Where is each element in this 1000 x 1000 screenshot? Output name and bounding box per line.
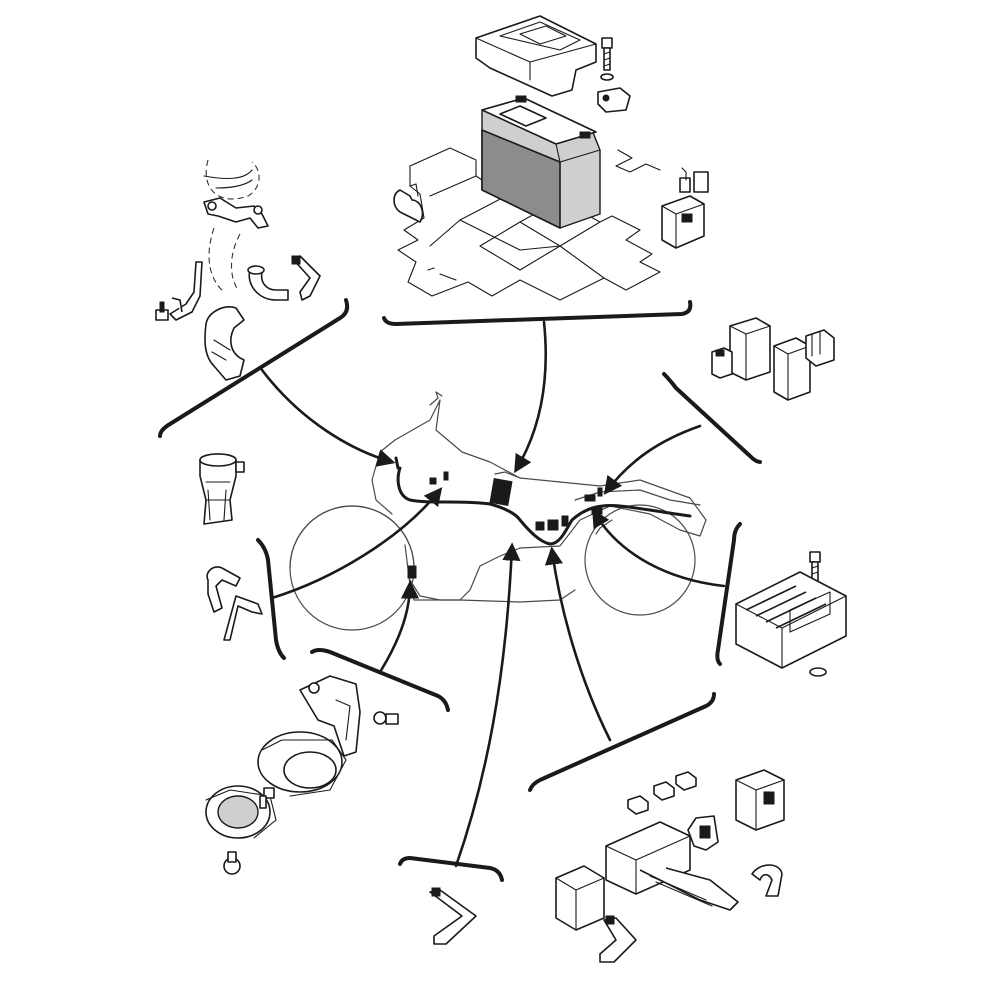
cable-tie-icon [429,889,477,945]
fuse-icon [627,771,697,815]
relay [729,317,771,381]
harness-clamp-icon [393,189,424,223]
cable-tie-icon [599,917,637,963]
motorcycle-outline [289,391,707,631]
frame-outline [394,399,707,601]
horn-bracket [299,675,361,757]
rear-wheel [584,504,696,616]
cable-clip [291,255,321,301]
battery-cover [475,15,597,97]
left-parts [199,453,263,641]
hose-bend [206,566,241,613]
harness-block [489,478,513,506]
leader-upper-right [603,424,702,495]
bolt-icon [223,851,241,875]
leader-right [592,508,726,588]
bracket-upper-left [158,298,350,438]
bolt-icon [373,711,399,725]
bolt-icon [601,37,613,71]
hose-pipe [223,595,263,641]
bracket-right [715,522,742,666]
main-harness [396,466,692,546]
leader-left [270,487,443,600]
leader-bottom [454,542,521,868]
fuse-box-group [555,769,785,963]
battery-group [393,15,709,301]
starter-relay [661,167,709,249]
rectifier-regulator [735,551,847,677]
upper-left-parts [155,159,321,381]
washer-icon [600,73,614,81]
bracket-left [256,538,286,660]
leader-upper-left [260,368,396,467]
front-wheel [289,505,415,631]
rubber-cover [204,306,245,381]
leader-lower-right [544,546,612,742]
sensor-lead [169,261,203,321]
relay-group [711,317,835,401]
horn-group [205,675,399,875]
harness-clamp-icon [751,864,783,897]
bracket-upper-right [662,372,762,464]
terminal-bracket [597,87,631,113]
relay [735,769,785,831]
washer-icon [809,667,827,677]
bracket-lower-left [310,648,450,712]
leader-top [514,320,547,474]
relay [555,865,605,931]
hose-elbow [248,269,289,301]
clamp-bracket [203,197,269,229]
bottom-parts [429,887,477,945]
bracket-lower-right [528,692,716,792]
bracket-bottom [398,856,504,882]
bracket-top [382,300,693,326]
bolt-icon [259,787,275,809]
leader-lower-left [378,580,420,674]
